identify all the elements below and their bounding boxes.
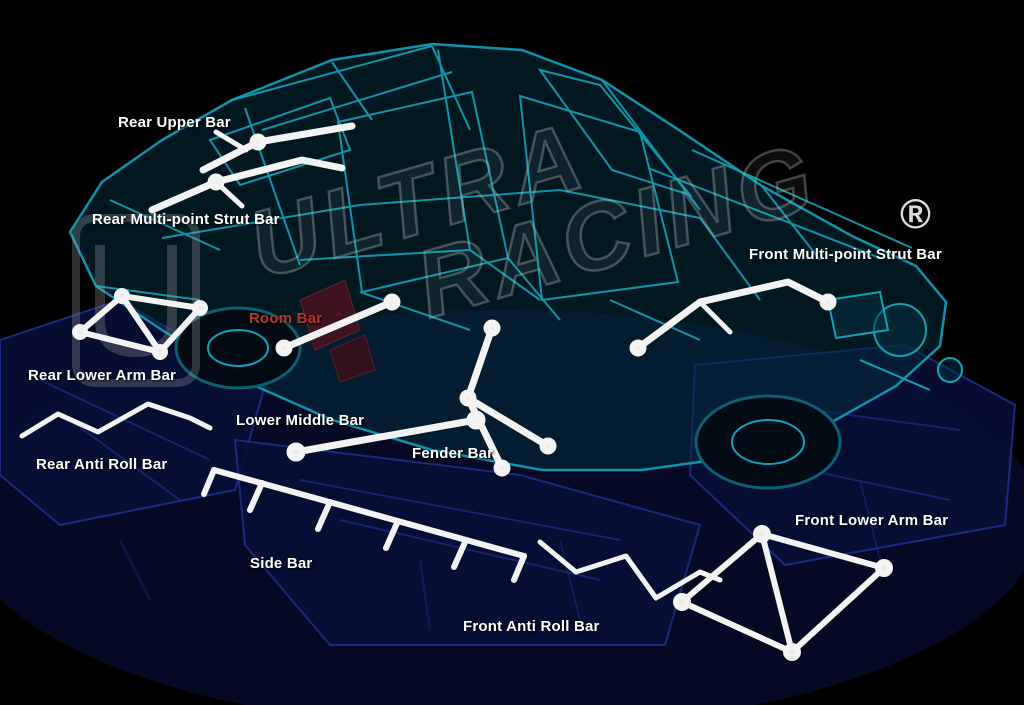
label-rear-lower-arm-bar: Rear Lower Arm Bar bbox=[28, 367, 177, 384]
label-rear-anti-roll-bar: Rear Anti Roll Bar bbox=[36, 456, 168, 473]
front-lower-arm-bar-part bbox=[673, 525, 893, 661]
room-bar-part bbox=[275, 293, 401, 357]
rear-upper-bar-part bbox=[199, 122, 356, 174]
fender-bar-part bbox=[459, 319, 557, 477]
registered-trademark-symbol: ® bbox=[900, 190, 931, 237]
label-front-lower-arm-bar: Front Lower Arm Bar bbox=[795, 512, 949, 529]
label-lower-middle-bar: Lower Middle Bar bbox=[236, 412, 365, 429]
front-anti-roll-bar-part bbox=[537, 539, 723, 601]
front-wheel bbox=[694, 394, 842, 490]
rear-anti-roll-bar-part bbox=[19, 401, 213, 439]
label-front-multi-point-strut-bar: Front Multi-point Strut Bar bbox=[749, 246, 942, 263]
label-room-bar: Room Bar bbox=[249, 310, 323, 327]
front-multi-point-strut-bar-part bbox=[629, 278, 837, 357]
label-front-anti-roll-bar: Front Anti Roll Bar bbox=[463, 618, 600, 635]
rear-multi-point-strut-bar-part bbox=[148, 156, 346, 214]
label-rear-upper-bar: Rear Upper Bar bbox=[118, 114, 231, 131]
ultra-racing-logo-watermark bbox=[72, 214, 200, 387]
label-fender-bar: Fender Bar bbox=[412, 445, 494, 462]
label-rear-multi-point-strut-bar: Rear Multi-point Strut Bar bbox=[92, 211, 280, 228]
rear-wheel bbox=[174, 306, 302, 390]
engine-bay-parts bbox=[826, 290, 963, 391]
body-cage-wireframe bbox=[95, 45, 913, 341]
side-bar-part bbox=[201, 467, 527, 583]
label-side-bar: Side Bar bbox=[250, 555, 313, 572]
rear-lower-arm-bar-part bbox=[72, 288, 208, 360]
